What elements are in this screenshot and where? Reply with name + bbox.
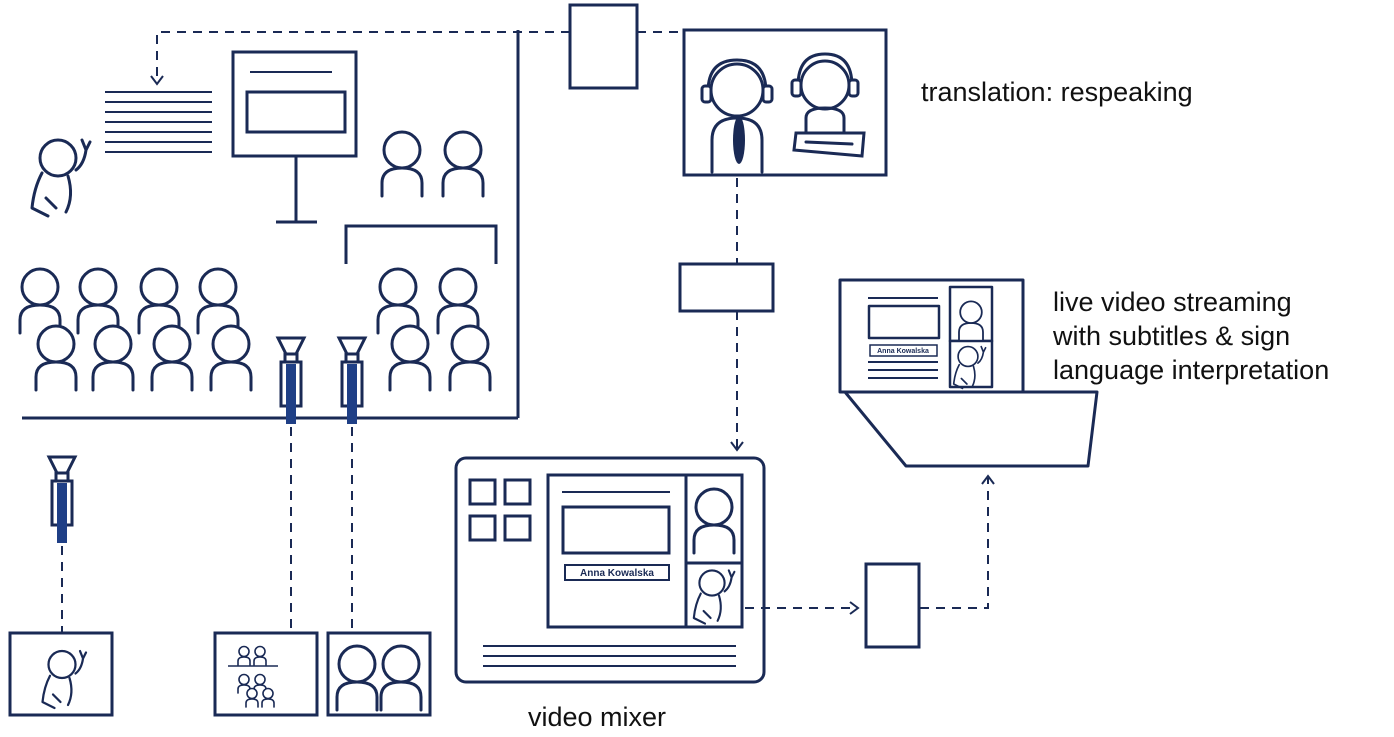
laptop (838, 278, 1099, 468)
label-translation-respeaking: translation: respeaking (921, 77, 1193, 107)
connector-streamer-to-laptop (920, 478, 989, 609)
label-streaming-line-2: with subtitles & sign (1053, 321, 1291, 351)
panelist-2 (441, 130, 485, 198)
laptop-name-tag: Anna Kowalska (877, 348, 929, 355)
respeaker-person (700, 58, 774, 174)
camera-audience (276, 336, 306, 426)
encoder-device (678, 262, 775, 313)
label-streaming-line-1: live video streaming (1053, 287, 1292, 317)
label-video-mixer: video mixer (528, 702, 667, 732)
camera-speaker (47, 455, 77, 545)
respeaking-booth (682, 28, 888, 177)
panelist-1 (380, 130, 424, 198)
event-hall (18, 30, 520, 545)
interpreter-person (790, 52, 866, 158)
subtitle-lines (105, 91, 212, 153)
connector-respeaking-to-subtitles (156, 31, 570, 82)
monitor-audience (213, 631, 319, 717)
audience (18, 267, 492, 392)
speaker-person (30, 138, 92, 218)
laptop-name-tag-box (869, 344, 938, 357)
label-live-video-streaming: live video streaming with subtitles & si… (1053, 285, 1393, 387)
mixer-preview-people (692, 487, 736, 625)
presentation-screen (231, 50, 358, 224)
monitor-speaker (8, 631, 114, 717)
panel-table (344, 224, 498, 264)
arrowheads (150, 75, 995, 615)
camera-panel (337, 336, 367, 426)
label-streaming-line-3: language interpretation (1053, 355, 1330, 385)
mixer-name-tag-box (564, 564, 670, 581)
caption-device (568, 3, 639, 90)
mixer-name-tag: Anna Kowalska (580, 568, 654, 579)
video-mixer (454, 456, 766, 684)
streaming-device (864, 562, 921, 649)
monitor-panel (326, 631, 432, 717)
signal-connections (61, 31, 989, 633)
